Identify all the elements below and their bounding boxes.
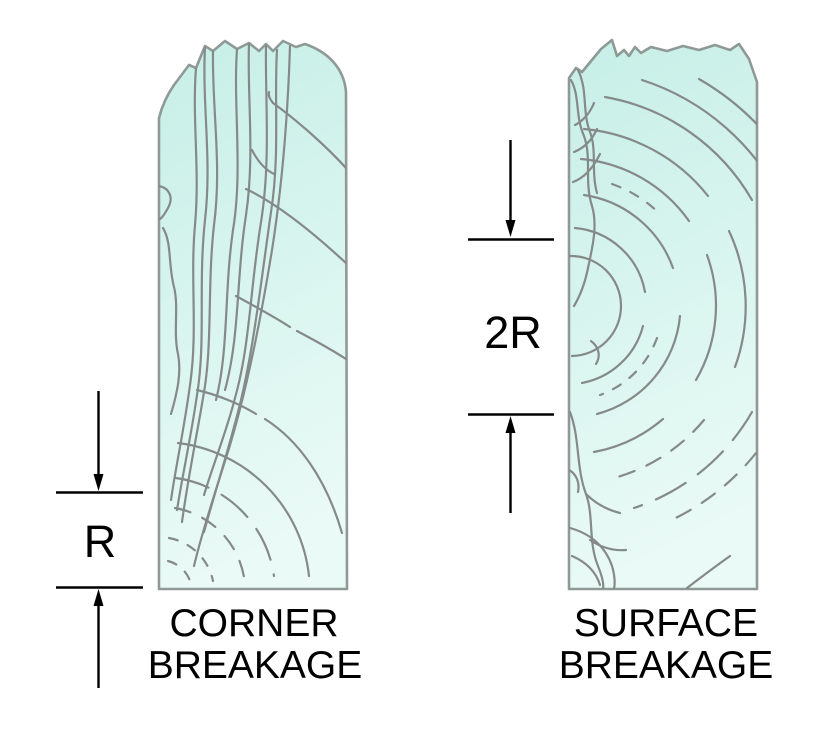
surface-caption-line2: BREAKAGE	[559, 644, 774, 687]
surface-breakage-core-shape	[567, 38, 759, 591]
surface-breakage-crack-lines	[569, 68, 757, 589]
corner-breakage-core-shape	[157, 39, 349, 591]
surface-breakage-caption: SURFACE BREAKAGE	[559, 602, 774, 687]
two-r-dimension: 2R	[468, 140, 554, 513]
down-arrow-icon	[93, 474, 104, 491]
r-dimension-label: R	[84, 516, 117, 567]
corner-breakage-figure	[157, 39, 349, 591]
corner-breakage-caption: CORNER BREAKAGE	[148, 602, 363, 687]
r-dimension: R	[56, 391, 143, 688]
corner-caption-line2: BREAKAGE	[148, 644, 363, 687]
down-arrow-icon	[505, 220, 516, 237]
surface-breakage-figure	[567, 38, 759, 591]
corner-breakage-crack-lines	[159, 41, 347, 586]
surface-caption-line1: SURFACE	[574, 602, 758, 645]
up-arrow-icon	[93, 589, 104, 606]
up-arrow-icon	[505, 416, 516, 433]
two-r-dimension-label: 2R	[484, 307, 542, 358]
corner-caption-line1: CORNER	[169, 602, 338, 645]
